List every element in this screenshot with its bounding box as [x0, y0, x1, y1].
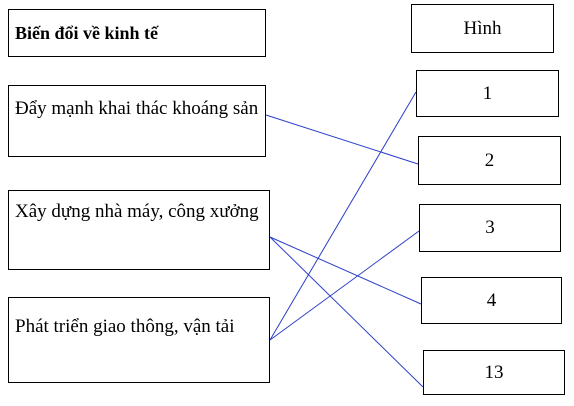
figure-box-2: 2: [418, 136, 561, 185]
left-item-label: Phát triển giao thông, vận tải: [15, 316, 235, 337]
figure-number: 1: [482, 82, 493, 104]
left-header-title: Biến đổi về kinh tế: [15, 23, 159, 43]
left-item-label: Đẩy mạnh khai thác khoáng sản: [15, 98, 259, 119]
figure-number: 13: [484, 361, 504, 383]
left-item-factory: Xây dựng nhà máy, công xưởng: [8, 190, 270, 270]
connector-mining-to-h2: [265, 114, 419, 165]
left-header-box: Biến đổi về kinh tế: [8, 9, 266, 57]
left-item-transport: Phát triển giao thông, vận tải: [8, 297, 270, 383]
left-item-label: Xây dựng nhà máy, công xưởng: [15, 201, 259, 222]
right-header-title: Hình: [463, 17, 502, 39]
figure-box-13: 13: [423, 350, 565, 395]
connector-transport-to-h3: [269, 230, 420, 341]
left-item-mining: Đẩy mạnh khai thác khoáng sản: [8, 85, 266, 157]
figure-box-4: 4: [421, 277, 562, 324]
figure-number: 4: [486, 289, 497, 311]
figure-number: 3: [485, 217, 495, 238]
connector-factory-to-h4: [269, 236, 422, 305]
connector-factory-to-h13: [269, 236, 424, 388]
figure-box-1: 1: [416, 70, 559, 117]
right-header-box: Hình: [411, 4, 554, 53]
connector-transport-to-h1: [269, 91, 417, 341]
figure-box-3: 3: [419, 204, 561, 252]
figure-number: 2: [484, 149, 495, 171]
